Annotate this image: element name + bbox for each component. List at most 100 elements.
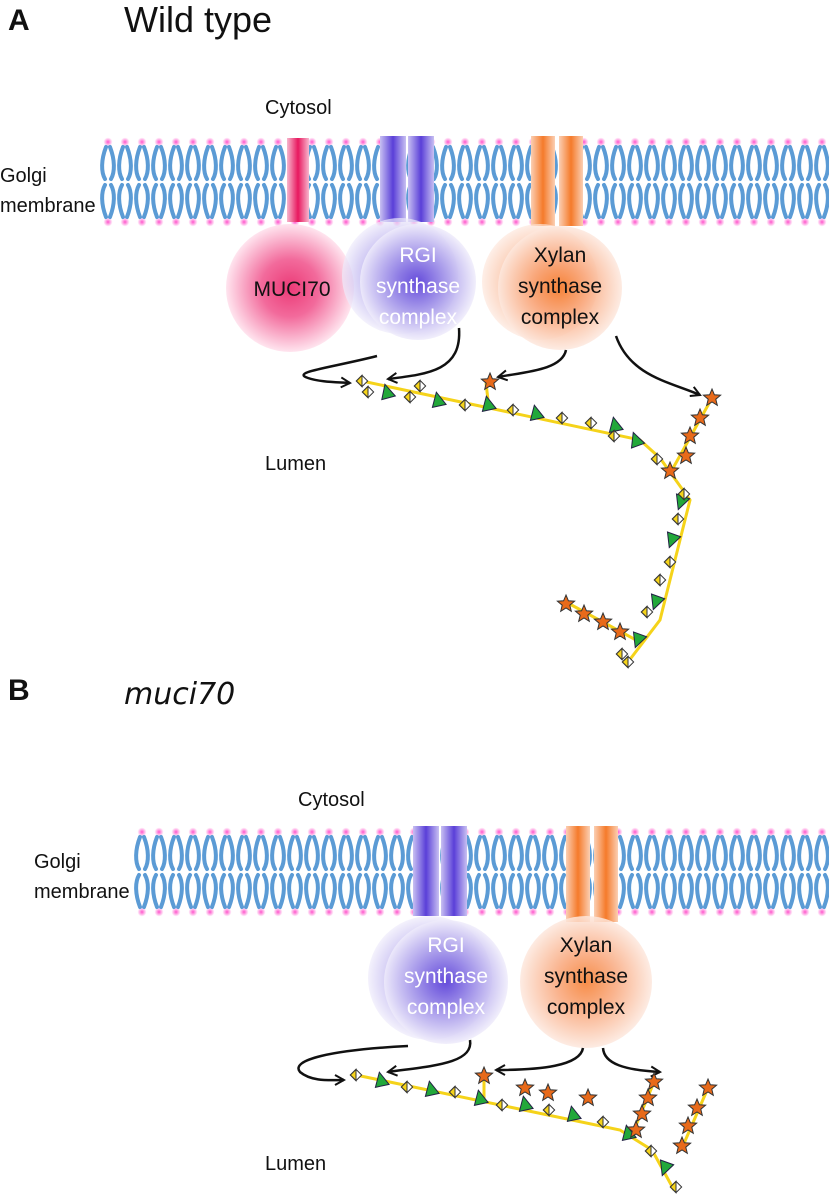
panel-a-lipid-tail xyxy=(746,183,754,219)
panel-b-lipid-head-bottom xyxy=(528,907,538,917)
panel-a-lipid xyxy=(780,137,796,227)
panel-a-lipid-tail xyxy=(108,145,116,181)
panel-b-lipid-tail xyxy=(661,835,669,871)
panel-b-lipid-tail xyxy=(814,835,822,871)
panel-b-arabinose-star xyxy=(638,1087,658,1107)
panel-a-lipid-tail xyxy=(151,183,159,219)
panel-b-lipid xyxy=(763,827,779,917)
panel-a-lipid-tail xyxy=(134,183,142,219)
panel-a-lipid-tail xyxy=(227,183,235,219)
panel-a-glycan-backbone-line xyxy=(361,379,692,663)
panel-b-arabinose-star xyxy=(678,1115,698,1135)
panel-b-lipid xyxy=(202,827,218,917)
panel-a-lipid-tail xyxy=(729,183,737,219)
panel-a-rhamnose-triangle xyxy=(431,391,447,408)
panel-a-lipid-tail xyxy=(720,183,728,219)
panel-a-lipid-head-bottom xyxy=(596,217,606,227)
panel-b-xylan-label-line1: Xylan xyxy=(560,934,613,957)
panel-b-lipid-tail xyxy=(363,873,371,909)
panel-b-lipid-head-bottom xyxy=(494,907,504,917)
panel-a-lipid-head-top xyxy=(188,137,198,147)
panel-a-arabinose-star xyxy=(702,387,722,407)
panel-a-rgi-label-line1: RGI xyxy=(399,244,436,267)
panel-a-lipid-tail xyxy=(193,183,201,219)
panel-b-lipid-tail xyxy=(542,873,550,909)
panel-b-lipid-tail xyxy=(644,873,652,909)
panel-a-lipid-head-bottom xyxy=(800,217,810,227)
panel-b-lipid-tail xyxy=(193,873,201,909)
panel-a-lipid-tail xyxy=(508,183,516,219)
panel-a-lipid-tail xyxy=(142,145,150,181)
panel-b-arabinose-star xyxy=(626,1119,646,1139)
panel-b-lipid-tail xyxy=(355,835,363,871)
panel-b-lumen-label: Lumen xyxy=(265,1153,326,1175)
panel-a-lipid-head-bottom xyxy=(273,217,283,227)
panel-b-diamond-half xyxy=(349,1068,357,1082)
panel-a-lipid-head-top xyxy=(664,137,674,147)
panel-b-lipid-tail xyxy=(754,873,762,909)
panel-a-galacturonic-acid-diamond xyxy=(506,403,520,417)
panel-a-lipid-tail xyxy=(210,145,218,181)
panel-a-lipid-head-top xyxy=(511,137,521,147)
panel-b-lipid-tail xyxy=(278,835,286,871)
panel-b-lipid xyxy=(797,827,813,917)
panel-a-lipid-tail xyxy=(771,183,779,219)
panel-a-galacturonic-acid-diamond xyxy=(607,429,621,443)
panel-a-lipid-tail xyxy=(652,183,660,219)
panel-a-lipid-tail xyxy=(338,183,346,219)
panel-b-lipid-tail xyxy=(134,835,142,871)
panel-a-lipid-tail xyxy=(355,183,363,219)
panel-b-xylan-circle xyxy=(520,916,652,1048)
panel-a-lipid-tail xyxy=(618,183,626,219)
panel-a-lipid-head-top xyxy=(103,137,113,147)
panel-b-lipid-head-bottom xyxy=(545,907,555,917)
panel-b-rhamnose-triangle xyxy=(659,1159,675,1177)
panel-b-lipid-tail xyxy=(261,873,269,909)
panel-a-lipid-tail xyxy=(712,145,720,181)
panel-a-lipid-tail xyxy=(669,183,677,219)
panel-b-lipid xyxy=(712,827,728,917)
panel-b-lipid-head-bottom xyxy=(137,907,147,917)
panel-a-lipid xyxy=(117,137,133,227)
panel-a-lipid-tail xyxy=(474,183,482,219)
panel-b-lipid xyxy=(814,827,829,917)
panel-a-lipid-tail xyxy=(440,183,448,219)
panel-a-lipid-tail xyxy=(372,145,380,181)
panel-a-xylan-tm-helix-2 xyxy=(559,136,583,226)
panel-a-lipid xyxy=(661,137,677,227)
panel-a-diamond-half xyxy=(650,452,658,466)
panel-b-lipid-tail xyxy=(406,835,414,871)
panel-b-lipid-tail xyxy=(346,873,354,909)
panel-b-lipid-head-top xyxy=(766,827,776,837)
panel-b-lipid-head-top xyxy=(511,827,521,837)
panel-a-lipid xyxy=(712,137,728,227)
panel-a-lipid-tail xyxy=(737,145,745,181)
panel-b-lipid-tail xyxy=(202,835,210,871)
panel-b-lipid-tail xyxy=(780,835,788,871)
panel-b-lipid-head-top xyxy=(341,827,351,837)
panel-a-lipid-tail xyxy=(525,183,533,219)
panel-b-lipid-tail xyxy=(686,873,694,909)
panel-b-lipid-tail xyxy=(210,873,218,909)
panel-b-lipid-head-bottom xyxy=(154,907,164,917)
panel-a-arabinose-star xyxy=(660,460,680,480)
panel-b-galacturonic-acid-diamond xyxy=(448,1085,462,1099)
panel-a-lipid-head-top xyxy=(205,137,215,147)
panel-a-lipid-head-bottom xyxy=(715,217,725,227)
panel-b-lipid-head-top xyxy=(698,827,708,837)
panel-b-lipid-tail xyxy=(737,873,745,909)
panel-b-lipid-head-bottom xyxy=(630,907,640,917)
panel-a-lipid-tail xyxy=(202,145,210,181)
panel-a-rgi-tm-helix-2 xyxy=(408,136,434,222)
panel-b-lipid xyxy=(542,827,558,917)
panel-a-arabinose-star xyxy=(556,593,576,613)
panel-b-lipid-tail xyxy=(797,835,805,871)
panel-b-arrows xyxy=(297,1039,660,1080)
panel-b-arabinose-star xyxy=(632,1103,652,1123)
panel-a-lipid-tail xyxy=(737,183,745,219)
panel-a-diamond-half xyxy=(584,416,592,430)
panel-b-lipid-head-bottom xyxy=(715,907,725,917)
panel-b-lipid-tail xyxy=(287,873,295,909)
panel-a-lipid-head-bottom xyxy=(324,217,334,227)
panel-a-lipid-tail xyxy=(661,145,669,181)
